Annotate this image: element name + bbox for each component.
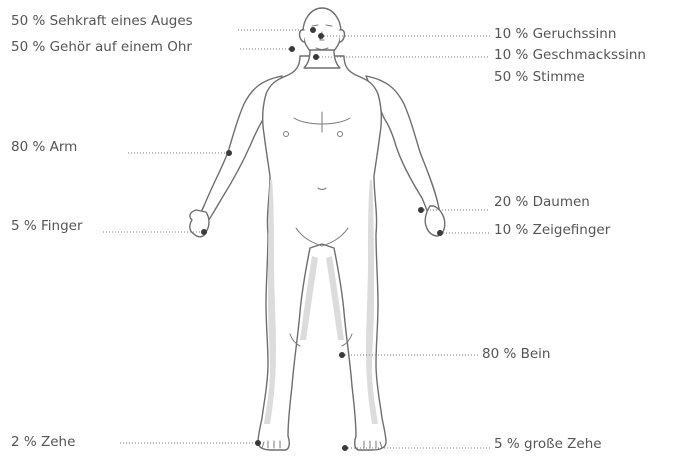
marker-eye	[310, 27, 316, 33]
label-index-finger: 10 % Zeigefinger	[494, 222, 611, 238]
label-big-toe: 5 % große Zehe	[494, 436, 602, 452]
marker-smell	[318, 33, 324, 39]
ear-left	[300, 30, 305, 42]
label-thumb: 20 % Daumen	[494, 194, 590, 210]
label-voice: 50 % Stimme	[494, 69, 585, 85]
label-taste: 10 % Geschmackssinn	[494, 47, 646, 63]
marker-leg	[339, 352, 345, 358]
marker-arm	[226, 150, 232, 156]
label-smell: 10 % Geruchssinn	[494, 26, 616, 42]
label-leg: 80 % Bein	[482, 346, 550, 362]
marker-toe	[255, 440, 261, 446]
marker-finger	[201, 229, 207, 235]
marker-big-toe	[342, 445, 348, 451]
marker-index	[437, 230, 443, 236]
marker-taste	[313, 54, 319, 60]
human-figure	[190, 8, 445, 450]
label-arm: 80 % Arm	[11, 139, 77, 155]
marker-ear	[289, 46, 295, 52]
neck	[304, 50, 340, 68]
label-finger: 5 % Finger	[11, 218, 83, 234]
label-toe: 2 % Zehe	[11, 434, 75, 450]
marker-thumb	[418, 207, 424, 213]
label-eye: 50 % Sehkraft eines Auges	[11, 13, 193, 29]
label-ear: 50 % Gehör auf einem Ohr	[11, 39, 192, 55]
